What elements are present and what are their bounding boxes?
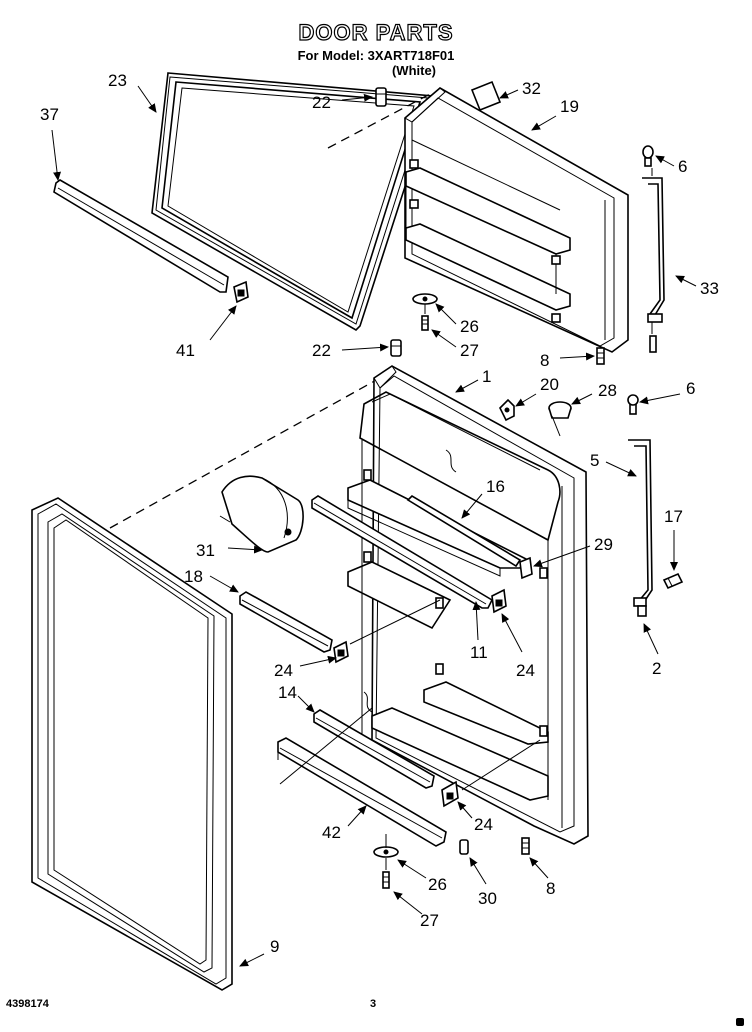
label-32 bbox=[470, 80, 502, 112]
callout-label: 33 bbox=[700, 279, 719, 298]
plug-28 bbox=[548, 401, 572, 419]
washer-upper bbox=[412, 293, 438, 305]
callout-label: 31 bbox=[196, 541, 215, 560]
callout-label: 27 bbox=[460, 341, 479, 360]
corner-mark bbox=[736, 1018, 744, 1026]
clip-20 bbox=[499, 398, 515, 422]
callout-label: 17 bbox=[664, 507, 683, 526]
screw-8-upper bbox=[596, 347, 605, 365]
callout-label: 28 bbox=[598, 381, 617, 400]
clip-24-bottom bbox=[441, 780, 459, 808]
callout-label: 24 bbox=[474, 815, 493, 834]
page-title: DOOR PARTS bbox=[298, 19, 454, 45]
callout-label: 11 bbox=[470, 643, 488, 662]
callout-label: 37 bbox=[40, 105, 59, 124]
callout-label: 6 bbox=[686, 379, 695, 398]
door-bar-16 bbox=[406, 494, 522, 568]
callout-label: 26 bbox=[428, 875, 447, 894]
shelf-bar-42 bbox=[277, 737, 447, 847]
fresh-food-handle bbox=[627, 394, 653, 617]
leader-lines bbox=[51, 85, 697, 967]
callout-label: 24 bbox=[274, 661, 293, 680]
callout-label: 27 bbox=[420, 911, 439, 930]
shelf-bar-18 bbox=[239, 591, 333, 653]
freezer-inner-door bbox=[404, 87, 629, 353]
clip-41 bbox=[233, 280, 249, 304]
fresh-food-gasket bbox=[31, 497, 233, 991]
callout-label: 23 bbox=[108, 71, 127, 90]
callout-label: 29 bbox=[594, 535, 613, 554]
hinge-pin-lower bbox=[390, 339, 402, 357]
callout-label: 2 bbox=[652, 659, 661, 678]
callout-labels: 23 37 22 32 19 6 33 41 26 27 22 8 1 20 2… bbox=[40, 71, 719, 956]
washer-lower bbox=[373, 846, 399, 858]
callout-label: 22 bbox=[312, 93, 331, 112]
screw-8-lower bbox=[521, 837, 530, 855]
callout-label: 8 bbox=[546, 879, 555, 898]
callout-label: 8 bbox=[540, 351, 549, 370]
door-stop-30 bbox=[459, 839, 469, 855]
callout-label: 5 bbox=[590, 451, 599, 470]
callout-label: 20 bbox=[540, 375, 559, 394]
screw-lower bbox=[382, 871, 390, 889]
freezer-gasket bbox=[151, 72, 434, 331]
callout-label: 14 bbox=[278, 683, 297, 702]
screw-17 bbox=[662, 572, 684, 590]
part-number: 4398174 bbox=[6, 998, 49, 1010]
clip-24-right bbox=[491, 588, 507, 614]
fresh-food-inner-door bbox=[347, 365, 589, 845]
freezer-handle bbox=[642, 145, 665, 353]
hinge-pin-upper bbox=[375, 87, 387, 107]
shelf-bar-11 bbox=[311, 495, 494, 609]
callout-label: 24 bbox=[516, 661, 535, 680]
page-number: 3 bbox=[370, 998, 377, 1010]
callout-label: 19 bbox=[560, 97, 579, 116]
callout-label: 22 bbox=[312, 341, 331, 360]
callout-label: 6 bbox=[678, 157, 687, 176]
callout-label: 41 bbox=[176, 341, 195, 360]
clip-29 bbox=[519, 556, 533, 580]
callout-label: 26 bbox=[460, 317, 479, 336]
callout-label: 18 bbox=[184, 567, 203, 586]
dairy-cover bbox=[219, 475, 304, 553]
callout-label: 42 bbox=[322, 823, 341, 842]
screw-upper bbox=[421, 315, 429, 331]
clip-24-left bbox=[333, 640, 349, 664]
model-line: For Model: 3XART718F01 bbox=[297, 48, 455, 63]
callout-label: 1 bbox=[482, 367, 491, 386]
callout-label: 32 bbox=[522, 79, 541, 98]
callout-label: 16 bbox=[486, 477, 505, 496]
shelf-bar-14 bbox=[313, 709, 435, 789]
color-line: (White) bbox=[391, 63, 437, 78]
callout-label: 9 bbox=[270, 937, 279, 956]
callout-label: 30 bbox=[478, 889, 497, 908]
